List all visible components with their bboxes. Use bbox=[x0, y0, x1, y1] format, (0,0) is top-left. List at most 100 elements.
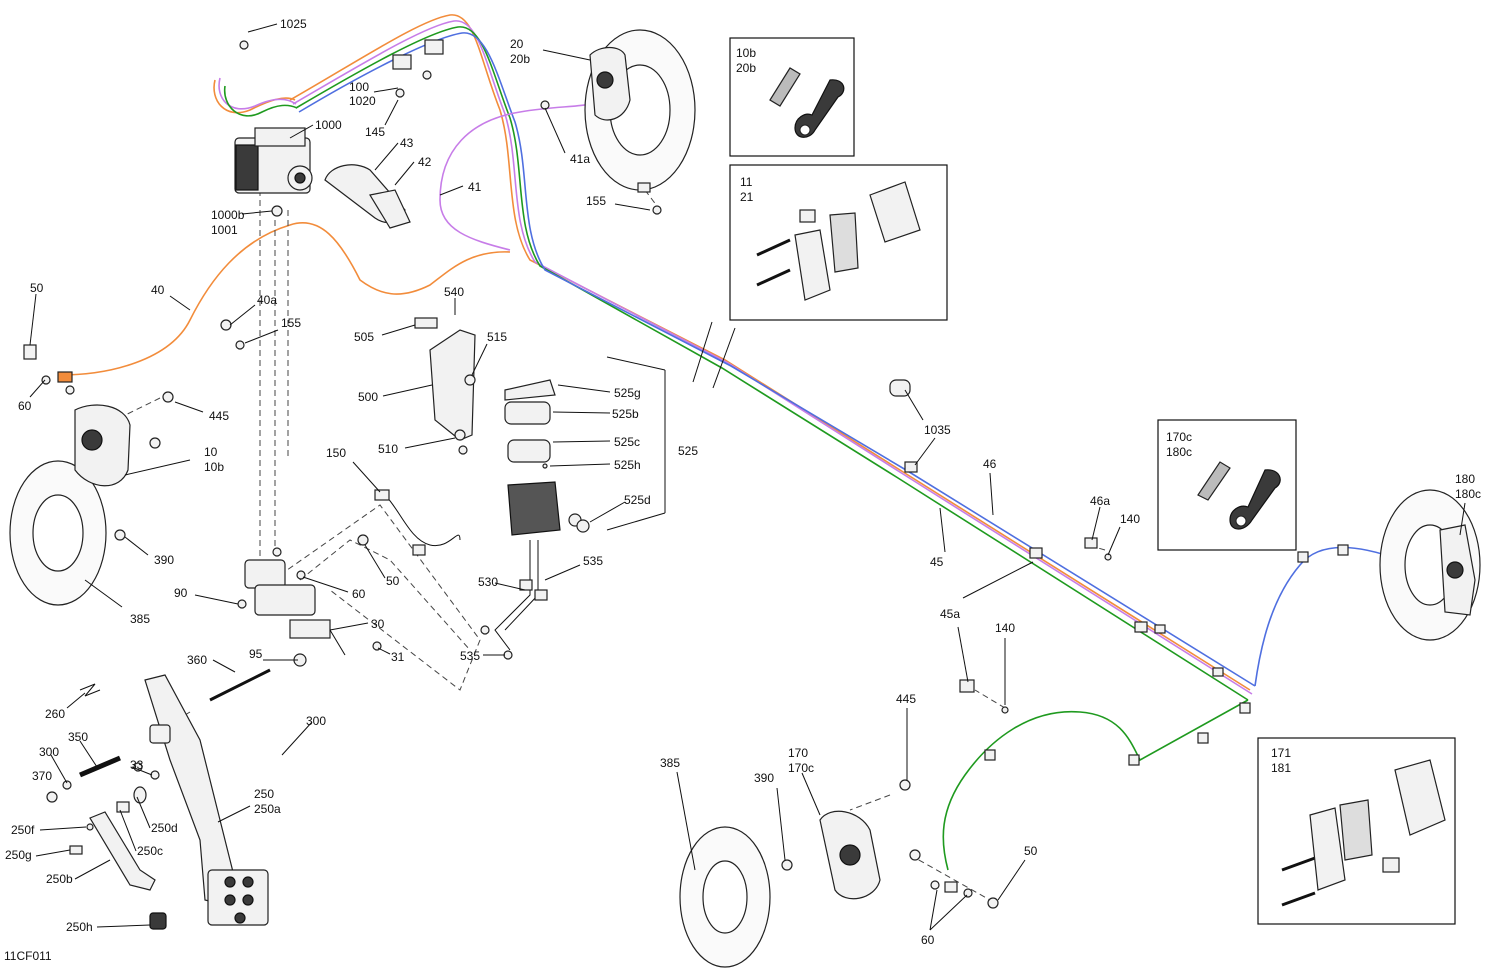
rear-left-fittings bbox=[781, 379, 1112, 909]
callout-50-front: 50 bbox=[30, 281, 44, 295]
callout-60-mid: 60 bbox=[352, 587, 366, 601]
callout-33: 33 bbox=[130, 758, 144, 772]
callout-46: 46 bbox=[983, 457, 997, 471]
callout-170: 170 bbox=[788, 746, 808, 760]
line-front-left bbox=[59, 222, 511, 376]
top-clips bbox=[239, 39, 444, 217]
callout-170c: 170c bbox=[788, 761, 814, 775]
callout-155-top: 155 bbox=[586, 194, 606, 208]
inset-label-170c: 170c bbox=[1166, 430, 1192, 444]
callout-300-left: 300 bbox=[39, 745, 59, 759]
callout-505: 505 bbox=[354, 330, 374, 344]
inset-label-180c: 180c bbox=[1166, 445, 1192, 459]
callout-250c: 250c bbox=[137, 844, 163, 858]
callout-90: 90 bbox=[174, 586, 188, 600]
line-bundle-green bbox=[295, 26, 1249, 701]
callout-42: 42 bbox=[418, 155, 432, 169]
callout-525g: 525g bbox=[614, 386, 641, 400]
callout-30: 30 bbox=[371, 617, 385, 631]
callout-1000: 1000 bbox=[315, 118, 342, 132]
callout-10b: 10b bbox=[204, 460, 224, 474]
callout-100: 100 bbox=[349, 80, 369, 94]
callout-360: 360 bbox=[187, 653, 207, 667]
inset-bleeder-front: 10b 20b bbox=[729, 37, 855, 157]
callout-46a: 46a bbox=[1090, 494, 1110, 508]
callout-250b: 250b bbox=[46, 872, 73, 886]
callout-10: 10 bbox=[204, 445, 218, 459]
inset-bleeder-rear: 170c 180c bbox=[1157, 419, 1297, 551]
callout-385-rear: 385 bbox=[660, 756, 680, 770]
callout-1020: 1020 bbox=[349, 94, 376, 108]
line-front-right bbox=[439, 99, 601, 251]
callout-390-rear: 390 bbox=[754, 771, 774, 785]
callout-95: 95 bbox=[249, 647, 263, 661]
callout-45a: 45a bbox=[940, 607, 960, 621]
callout-1035: 1035 bbox=[924, 423, 951, 437]
callout-445-front: 445 bbox=[209, 409, 229, 423]
abs-loop-violet bbox=[218, 77, 297, 110]
reservoir bbox=[504, 379, 590, 536]
figure-code: 11CF011 bbox=[4, 949, 52, 963]
line-bundle-violet bbox=[292, 20, 1253, 695]
callout-350: 350 bbox=[68, 730, 88, 744]
callout-525h: 525h bbox=[614, 458, 641, 472]
callout-50-mid: 50 bbox=[386, 574, 400, 588]
callout-150: 150 bbox=[326, 446, 346, 460]
callout-445-rear: 445 bbox=[896, 692, 916, 706]
callout-180: 180 bbox=[1455, 472, 1475, 486]
callout-250d: 250d bbox=[151, 821, 178, 835]
callout-525: 525 bbox=[678, 444, 698, 458]
line-bundle-orange bbox=[289, 14, 1251, 691]
reservoir-hose bbox=[480, 540, 548, 660]
pedal-pivot-pin bbox=[149, 668, 271, 744]
callout-43: 43 bbox=[400, 136, 414, 150]
callout-140-bottom: 140 bbox=[995, 621, 1015, 635]
rear-left-brake-disc bbox=[679, 826, 771, 968]
abs-loop-orange bbox=[213, 79, 296, 114]
callout-525b: 525b bbox=[612, 407, 639, 421]
callout-41a: 41a bbox=[570, 152, 590, 166]
callout-250: 250 bbox=[254, 787, 274, 801]
leader-lines bbox=[29, 23, 1466, 931]
callout-530: 530 bbox=[478, 575, 498, 589]
callout-45: 45 bbox=[930, 555, 944, 569]
callout-20: 20 bbox=[510, 37, 524, 51]
inset-label-21: 21 bbox=[740, 190, 754, 204]
rear-right-caliper bbox=[1439, 524, 1476, 616]
brake-pedal bbox=[144, 674, 269, 926]
master-cylinder bbox=[237, 534, 382, 667]
callout-145: 145 bbox=[365, 125, 385, 139]
callout-50-rear: 50 bbox=[1024, 844, 1038, 858]
callout-31: 31 bbox=[391, 650, 405, 664]
callout-1001: 1001 bbox=[211, 223, 238, 237]
inset-label-181: 181 bbox=[1271, 761, 1291, 775]
abs-loop-green bbox=[223, 85, 298, 117]
inset-pads-rear: 171 181 bbox=[1257, 737, 1456, 925]
callout-370: 370 bbox=[32, 769, 52, 783]
callout-labels: 1025 20 20b 100 1020 145 1000 43 42 41a … bbox=[5, 17, 1481, 947]
inset-label-171: 171 bbox=[1271, 746, 1291, 760]
line-rear-left bbox=[942, 699, 1249, 871]
callout-20b: 20b bbox=[510, 52, 530, 66]
inset-label-20b: 20b bbox=[736, 61, 756, 75]
callout-390-front: 390 bbox=[154, 553, 174, 567]
abs-module bbox=[234, 127, 313, 194]
callout-60-rear: 60 bbox=[921, 933, 935, 947]
callout-180c: 180c bbox=[1455, 487, 1481, 501]
pedal-small-parts bbox=[46, 683, 167, 930]
callout-60-front: 60 bbox=[18, 399, 32, 413]
callout-250h: 250h bbox=[66, 920, 93, 934]
inset-label-11: 11 bbox=[740, 175, 753, 189]
abs-bracket bbox=[324, 164, 411, 229]
line-clips bbox=[904, 461, 1349, 766]
rear-left-caliper bbox=[819, 810, 881, 900]
callout-155-mid: 155 bbox=[281, 316, 301, 330]
callout-515: 515 bbox=[487, 330, 507, 344]
callout-41: 41 bbox=[468, 180, 482, 194]
callout-535-top: 535 bbox=[583, 554, 603, 568]
callout-540: 540 bbox=[444, 285, 464, 299]
inset-label-10b: 10b bbox=[736, 46, 756, 60]
front-left-caliper bbox=[74, 404, 131, 487]
brake-light-switch bbox=[374, 489, 461, 556]
